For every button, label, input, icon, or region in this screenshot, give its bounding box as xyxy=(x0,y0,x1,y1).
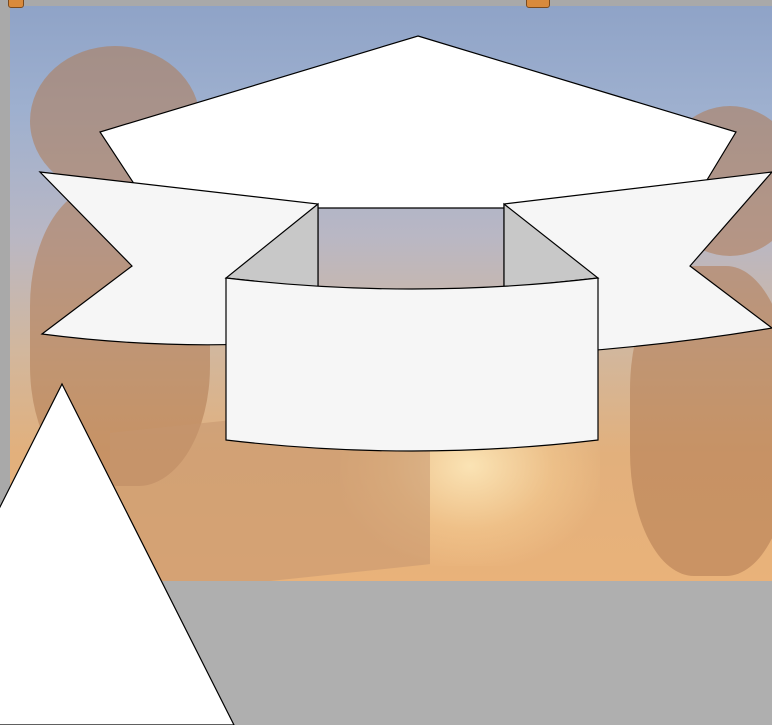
pentagon-shape[interactable] xyxy=(100,36,736,208)
triangle-shape[interactable] xyxy=(0,384,234,725)
ribbon-center-banner[interactable] xyxy=(226,278,598,451)
